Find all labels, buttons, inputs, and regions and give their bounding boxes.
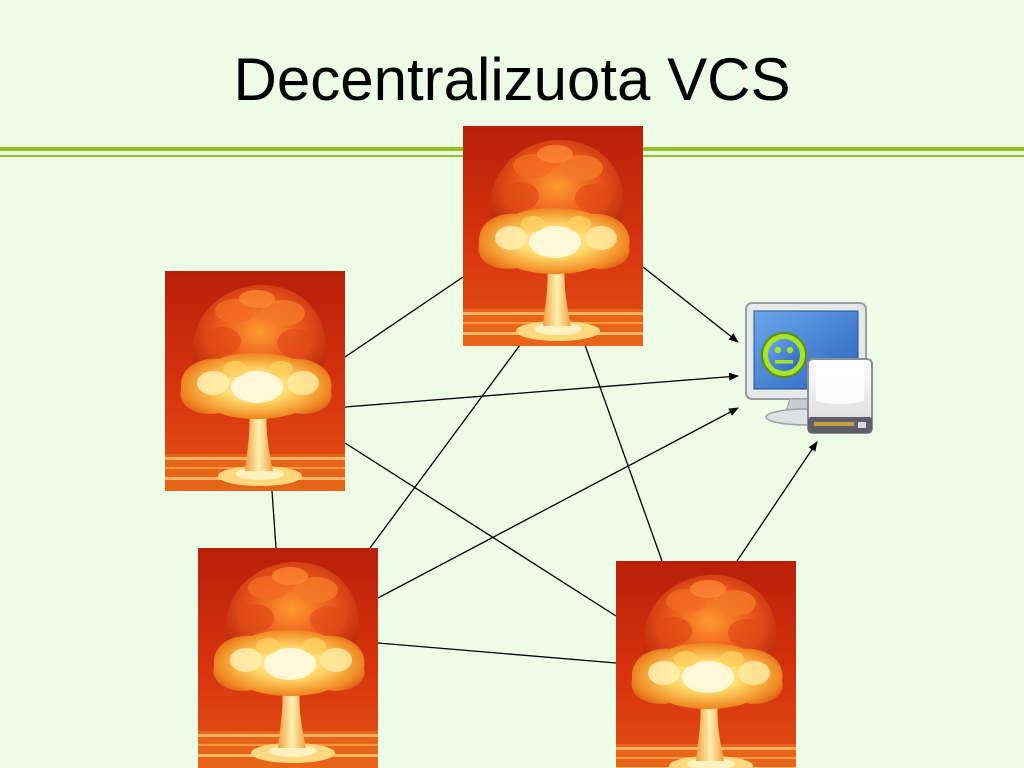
edge-left-bottom-left <box>271 490 277 549</box>
neutral-face-icon <box>761 332 807 378</box>
computer-icon <box>745 302 873 434</box>
edge-bottom-left-bottom-right <box>377 642 617 664</box>
edge-bottom-left-computer <box>377 407 739 599</box>
node-bottom-right-explosion-image <box>616 561 796 768</box>
slide-title: Decentralizuota VCS <box>233 46 791 113</box>
edge-left-bottom-right <box>344 442 617 617</box>
edge-top-left <box>344 276 464 358</box>
edges <box>271 266 818 664</box>
edge-top-bottom-right <box>584 344 663 562</box>
edge-top-computer <box>642 266 739 343</box>
node-top-explosion-image <box>463 126 643 346</box>
edge-bottom-right-computer <box>736 441 818 562</box>
node-left-explosion-image <box>165 271 345 491</box>
hard-drive-icon <box>807 358 873 434</box>
edge-left-computer <box>344 372 739 408</box>
edge-top-bottom-left <box>369 344 521 549</box>
node-bottom-left-explosion-image <box>198 548 378 768</box>
